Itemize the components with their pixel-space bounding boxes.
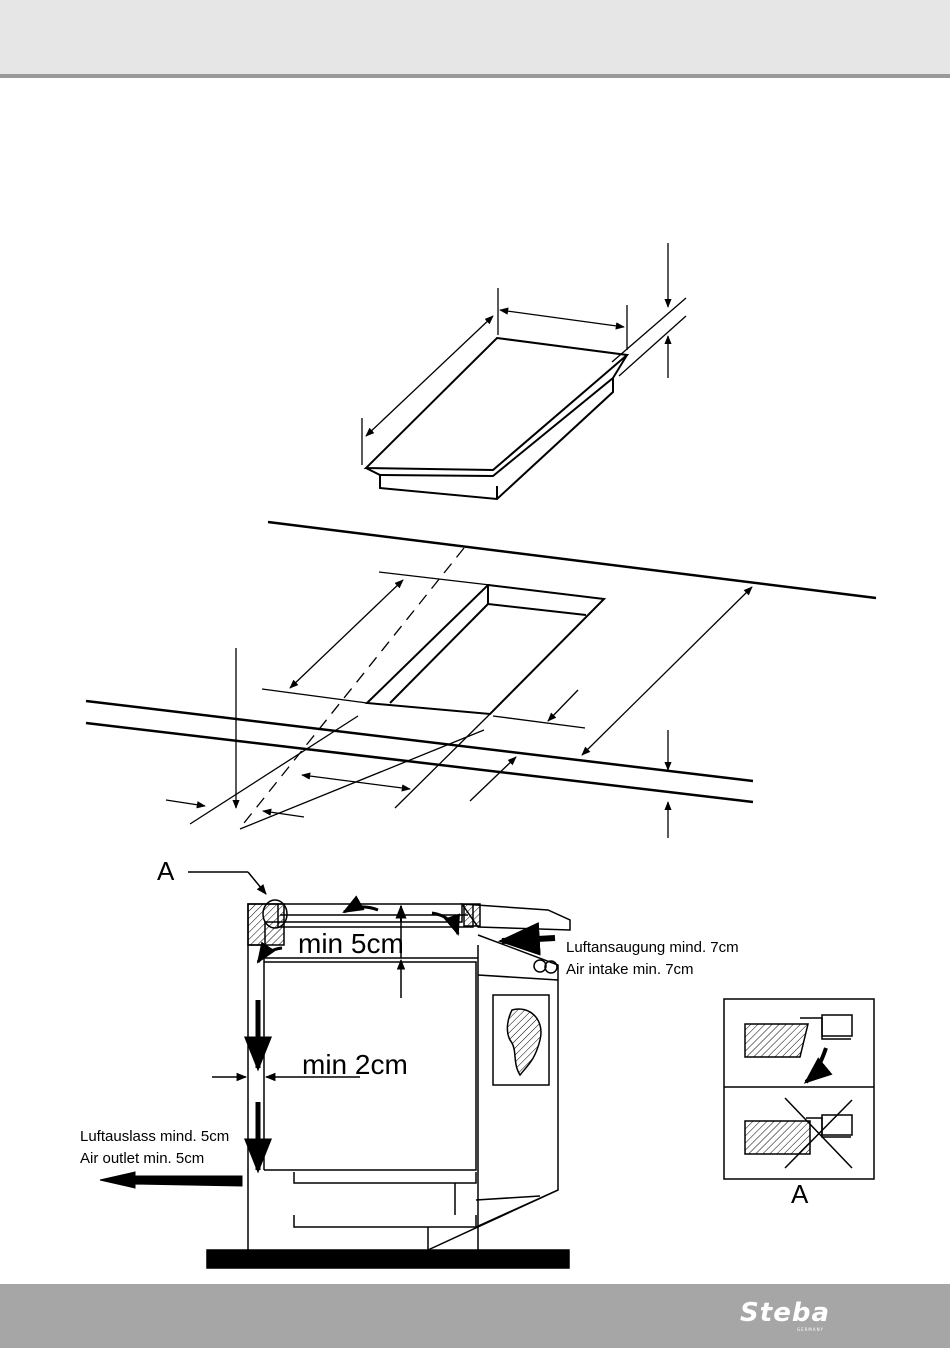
worktop-front-top <box>86 701 753 781</box>
cutout-inner-wall <box>488 585 586 615</box>
min-2cm-label: min 2cm <box>302 1049 408 1081</box>
min-5cm-label: min 5cm <box>298 928 404 960</box>
worktop-front-bottom <box>86 723 753 802</box>
cutout-opening <box>367 585 604 714</box>
hob-width-arrow <box>500 310 624 327</box>
hob-unit <box>366 338 627 499</box>
detail-marker-label: A <box>157 856 174 887</box>
hob-dimensions <box>362 243 686 465</box>
cutout-length-arrow <box>290 580 403 688</box>
detail-a-block-top <box>745 1024 808 1057</box>
cutout <box>367 585 604 714</box>
air-outlet-de-label: Luftauslass mind. 5cm <box>80 1126 229 1148</box>
drawer-2 <box>294 1215 476 1227</box>
detail-a-block-bottom <box>745 1121 810 1154</box>
hob-length-arrow <box>366 316 493 436</box>
front-distance-arrow <box>470 757 516 801</box>
airflow-intake-arrow <box>502 938 555 941</box>
brand-logo: Steba <box>740 1298 830 1328</box>
air-outlet-en-label: Air outlet min. 5cm <box>80 1148 204 1170</box>
air-intake-de-label: Luftansaugung mind. 7cm <box>566 937 739 959</box>
airflow-outlet-arrow <box>100 1172 242 1188</box>
worktop-back-edge <box>268 522 876 598</box>
floor-plinth <box>207 1250 569 1268</box>
centre-line <box>240 548 464 828</box>
brand-logo-sub: GERMANY <box>797 1327 824 1332</box>
oven-window-flame <box>507 1009 541 1075</box>
depth-arrow <box>582 587 752 755</box>
cutout-width-arrow <box>302 775 410 789</box>
detail-a-caption: A <box>791 1179 808 1210</box>
detail-a-curve-arrow <box>806 1048 826 1082</box>
cutout-dimensions <box>166 548 752 838</box>
left-offset-arrow <box>166 800 205 806</box>
hob-top-surface <box>366 338 627 470</box>
detail-a-inset <box>724 999 874 1179</box>
air-intake-en-label: Air intake min. 7cm <box>566 959 694 981</box>
side-distance-arrow <box>548 690 578 721</box>
worktop <box>86 522 876 802</box>
airflow-left-curve <box>258 948 282 962</box>
cabinet-right-side <box>428 935 558 1250</box>
drawer-1 <box>294 1172 476 1183</box>
